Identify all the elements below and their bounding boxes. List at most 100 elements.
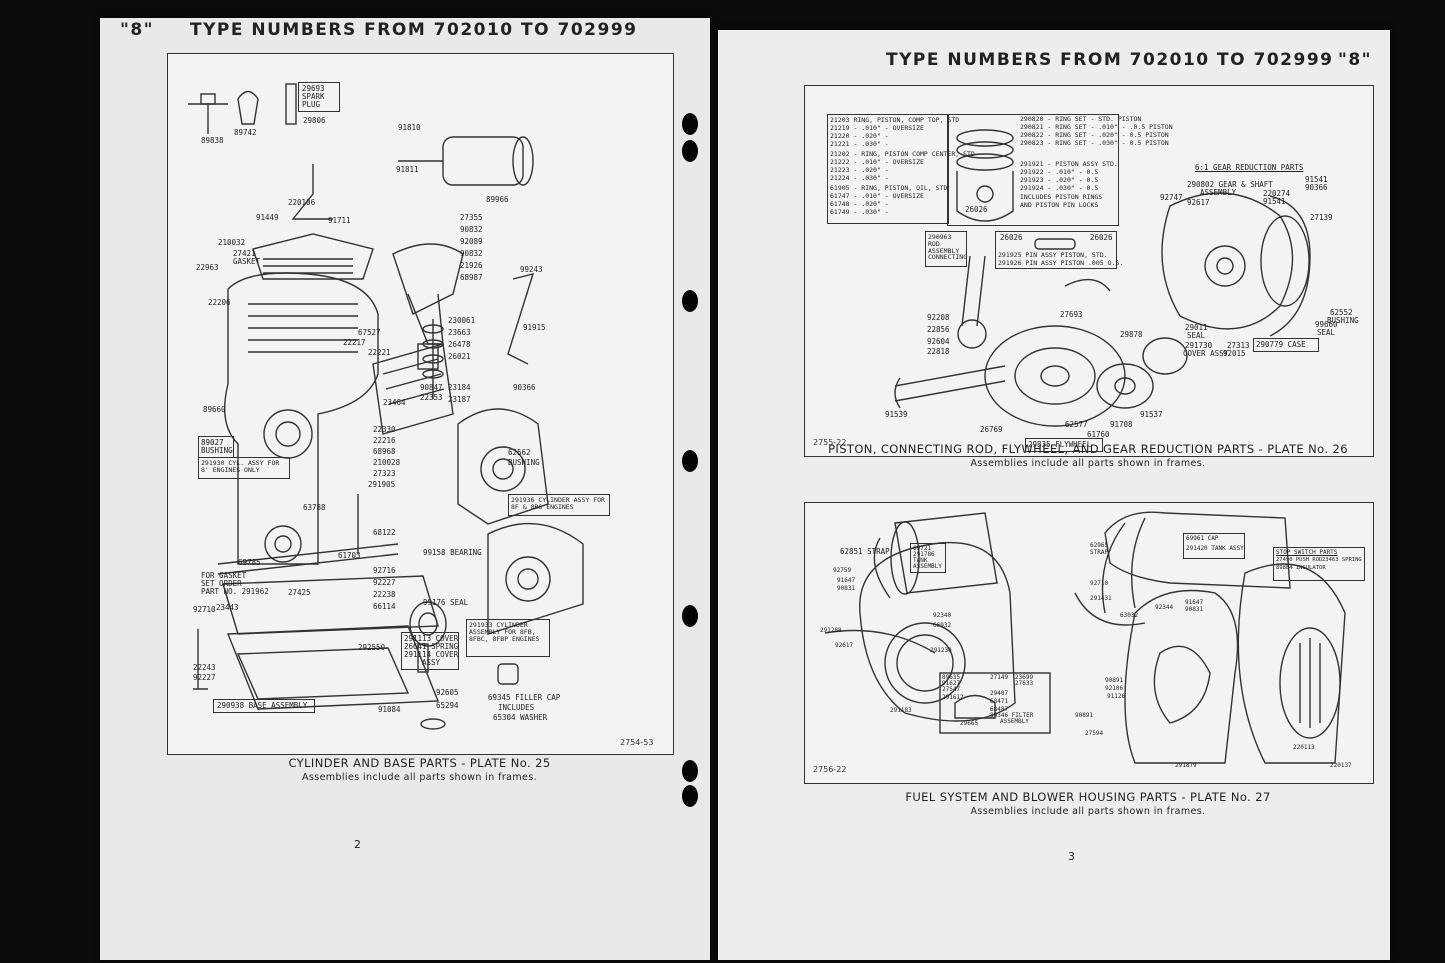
ring-item: 21202 - RING, PISTON COMP CENTER, STD — [830, 150, 975, 158]
part-label: 291431 — [1090, 595, 1112, 602]
assembly-frame: 291930 CYL. ASSY FOR 8' ENGINES ONLY — [198, 457, 290, 479]
part-label: 291786 — [913, 551, 935, 558]
part-label: 92340 — [933, 612, 952, 619]
part-label: 91708 — [1110, 420, 1133, 429]
part-label: 65304 WASHER — [493, 713, 548, 722]
left-page: "8" TYPE NUMBERS FROM 702010 TO 702999 — [100, 18, 710, 960]
part-label: 63032 — [1120, 612, 1139, 619]
binder-hole — [682, 450, 698, 472]
part-label: 63788 — [303, 503, 326, 512]
part-label: 22330 — [373, 425, 396, 434]
rod-assy-label: 290963 ROD ASSEMBLY CONNECTING — [928, 233, 968, 262]
part-label: 89838 — [201, 136, 224, 145]
part-label: 292550 — [358, 643, 386, 652]
part-label: 22818 — [927, 347, 950, 356]
part-label: 91539 — [885, 410, 908, 419]
part-label: 90831 — [1185, 606, 1204, 613]
piston-assy-item: 291921 - PISTON ASSY STD. — [1020, 160, 1118, 168]
ring-item: 61748 - .020" - — [830, 200, 889, 208]
spark-plug-frame: 29693 SPARK PLUG — [298, 82, 340, 112]
part-label: SPARK — [302, 92, 325, 101]
piston-assy-item: 291924 - .030" - 0.5 — [1020, 184, 1099, 192]
part-label: 92617 — [835, 642, 854, 649]
part-label: SET ORDER — [201, 579, 242, 588]
part-label: 291113 COVER — [404, 634, 459, 643]
part-label: 92089 — [460, 237, 483, 246]
part-label: 291183 — [890, 707, 912, 714]
plate-code: 2755-22 — [813, 438, 847, 447]
part-label: 68471 — [990, 698, 1009, 705]
part-label: 26769 — [980, 425, 1003, 434]
binder-hole — [682, 760, 698, 782]
part-label: 92227 — [193, 673, 216, 682]
part-label: STRAP — [1090, 549, 1109, 556]
caption-title: CYLINDER AND BASE PARTS - PLATE No. 25 — [288, 756, 551, 770]
plate-caption: CYLINDER AND BASE PARTS - PLATE No. 25 A… — [167, 756, 672, 783]
part-label: 62552 — [1330, 308, 1353, 317]
part-label: 291905 — [368, 480, 396, 489]
part-label: 99176 SEAL — [423, 598, 469, 607]
part-label: 90891 — [1075, 712, 1094, 719]
ring-item: 61905 - RING, PISTON, OIL, STD — [830, 184, 948, 192]
part-label: 91449 — [256, 213, 279, 222]
part-label: 29011 — [1185, 323, 1208, 332]
binder-hole — [682, 290, 698, 312]
gear-title: 6:1 GEAR REDUCTION PARTS — [1195, 163, 1304, 172]
piston-assy-item: 291922 - .010" - 0.5 — [1020, 168, 1099, 176]
piston-assy-item: AND PISTON PIN LOCKS — [1020, 201, 1099, 209]
page-title: TYPE NUMBERS FROM 702010 TO 702999 — [886, 50, 1334, 70]
part-label: 21926 — [460, 261, 483, 270]
part-label: BUSHING — [508, 458, 540, 467]
rod-frame: 290963 ROD ASSEMBLY CONNECTING — [925, 231, 967, 267]
part-label: 62577 — [1065, 420, 1088, 429]
plate-26-frame: 21203 RING, PISTON, COMP TOP, STD 21219 … — [804, 85, 1374, 457]
part-label: 26026 — [965, 205, 988, 214]
part-label: ASSEMBLY — [1000, 718, 1029, 725]
part-label: 89884 INSULATOR — [1276, 565, 1326, 571]
part-label: 91647 — [1185, 599, 1204, 606]
part-label: 26026 — [1090, 233, 1113, 242]
part-label: 27633 — [1015, 680, 1034, 687]
part-label: 291420 TANK ASSY — [1186, 545, 1244, 552]
flywheel-frame: 29835 FLYWHEEL — [1025, 438, 1103, 452]
ring-item: 21222 - .010" - OVERSIZE — [830, 158, 924, 166]
part-label: 22963 — [196, 263, 219, 272]
part-label: 68987 — [460, 273, 483, 282]
part-label: 92759 — [833, 567, 852, 574]
part-label: 22206 — [208, 298, 231, 307]
caption-subtitle: Assemblies include all parts shown in fr… — [970, 458, 1206, 469]
part-label: 92344 — [1155, 604, 1174, 611]
part-label: INCLUDES — [498, 703, 535, 712]
part-label: ASSY — [422, 658, 441, 667]
part-label: 92106 — [1105, 685, 1124, 692]
part-label: 291879 — [1175, 762, 1197, 769]
binder-hole — [682, 605, 698, 627]
ring-item: 21220 - .020" - — [830, 132, 889, 140]
part-label: 92710 — [193, 605, 216, 614]
pin-item: 291926 PIN ASSY PISTON .005 O.S. — [998, 259, 1124, 267]
part-label: 27547 — [942, 686, 961, 693]
part-label: 68122 — [373, 528, 396, 537]
part-label: SEAL — [1317, 328, 1336, 337]
part-label: 91541 — [1263, 197, 1286, 206]
series-mark: "8" — [120, 20, 155, 40]
part-label: 220106 — [288, 198, 316, 207]
part-label: 90366 — [513, 383, 536, 392]
ring-set-item: 290821 - RING SET - .010" - .0.5 PISTON — [1020, 123, 1173, 131]
part-label: 291288 — [820, 627, 842, 634]
part-label: 91711 — [328, 216, 351, 225]
part-label: 290779 CASE — [1256, 340, 1306, 349]
tank-assembly-frame: 69721 291786 TANK ASSEMBLY — [910, 543, 946, 573]
part-label: 89027 — [201, 438, 224, 447]
ring-item: 21223 - .020" - — [830, 166, 889, 174]
part-label: 61760 — [1087, 430, 1110, 439]
binder-hole — [682, 113, 698, 135]
part-label: 29693 — [302, 84, 325, 93]
part-label: 23663 — [448, 328, 471, 337]
part-label: 69785 — [238, 558, 261, 567]
part-label: 27139 — [1310, 213, 1333, 222]
part-label: 22216 — [373, 436, 396, 445]
ring-set-item: 290823 - RING SET - .030" - 0.5 PISTON — [1020, 139, 1169, 147]
plate-27-caption: FUEL SYSTEM AND BLOWER HOUSING PARTS - P… — [804, 790, 1372, 817]
part-label: TANK — [913, 557, 928, 564]
